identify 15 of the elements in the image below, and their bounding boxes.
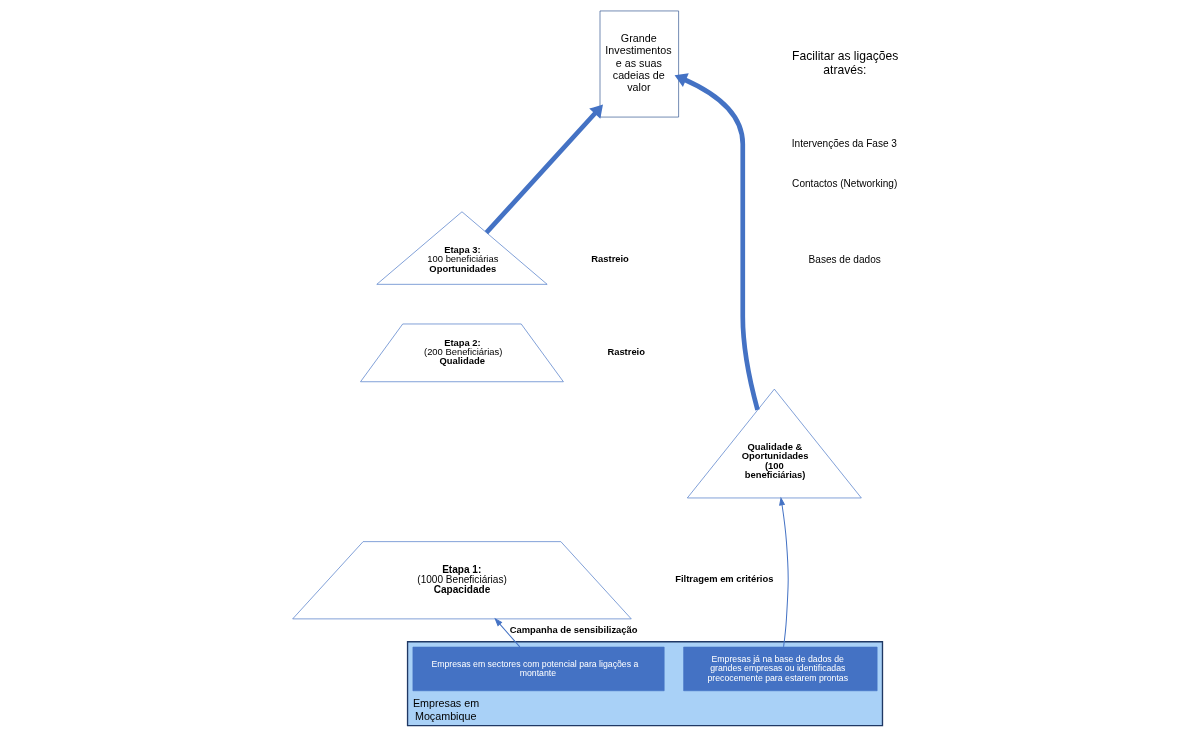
label: Rastreio <box>591 252 629 264</box>
label: Filtragem em critérios <box>675 573 774 585</box>
arrow <box>674 73 760 411</box>
node-box: Grande Investimentos e as suas cadeias de valor <box>599 10 679 118</box>
arrow <box>484 104 603 235</box>
node-box: Empresas já na base de dados de grandes empresas ou identificadas precocemente para estarem prontas <box>683 646 878 692</box>
arrow <box>494 617 521 648</box>
label: Bases de dados <box>808 253 881 265</box>
edge-label: Campanha de sensibilização <box>509 624 638 636</box>
arrow <box>779 496 789 648</box>
label: Intervenções da Fase 3 <box>791 137 897 149</box>
label: Facilitar as ligações através: <box>792 49 899 77</box>
label: Contactos (Networking) <box>792 177 898 189</box>
label: Rastreio <box>607 345 645 357</box>
node-box: Empresas em sectores com potencial para ligações a montante <box>412 646 665 692</box>
